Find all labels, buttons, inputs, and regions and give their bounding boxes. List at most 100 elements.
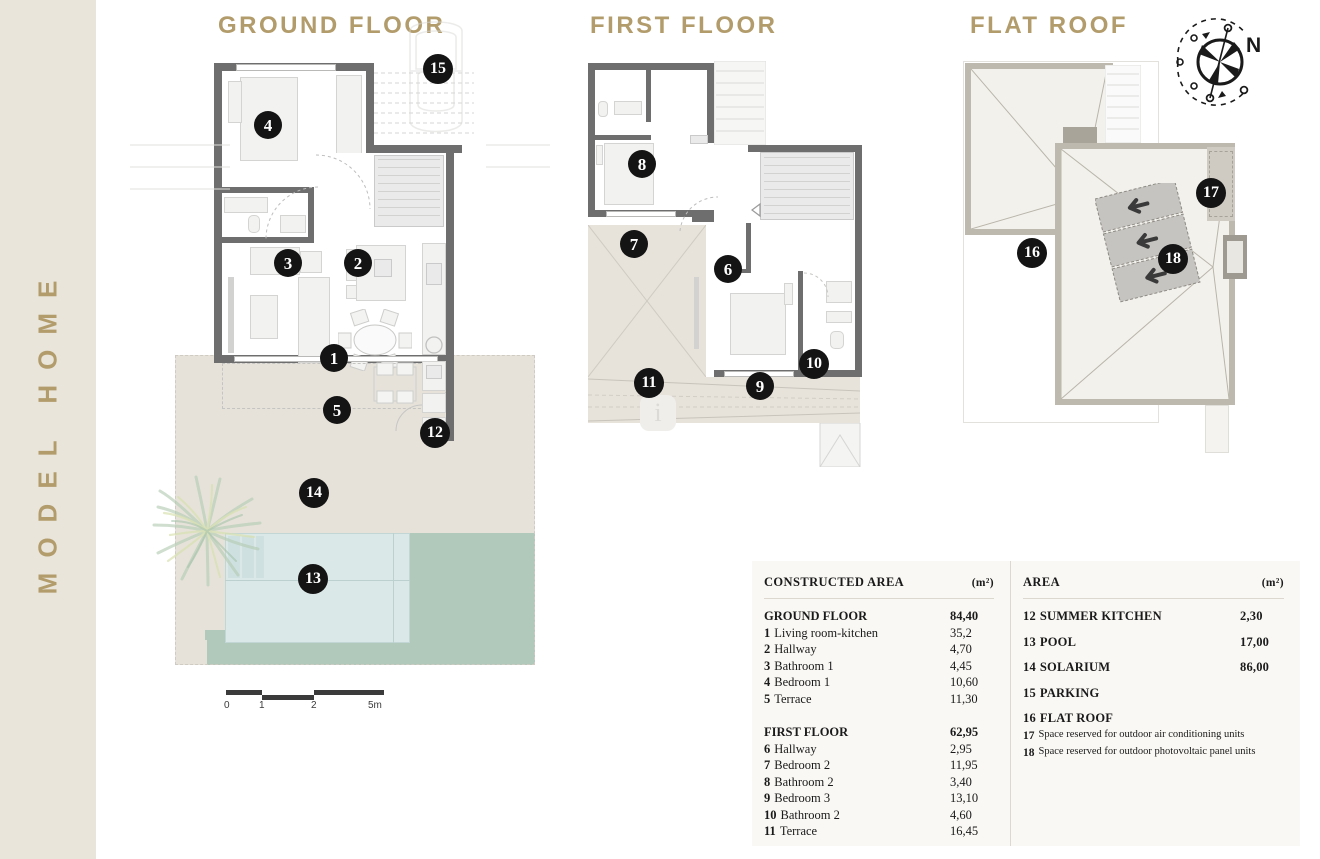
badge-17[interactable]: 17	[1196, 178, 1226, 208]
wall-bedroom-south	[222, 187, 366, 193]
badge-15[interactable]: 15	[423, 54, 453, 84]
note-label: Space reserved for outdoor photovoltaic …	[1038, 745, 1256, 757]
staircase-first	[760, 152, 854, 220]
wall-mid-north	[366, 63, 374, 153]
summer-kitchen-sink	[426, 365, 442, 379]
badge-11[interactable]: 11	[634, 368, 664, 398]
areas-table: CONSTRUCTED AREA (m²) GROUND FLOOR 84,40…	[752, 561, 1300, 846]
note-num: 17	[1023, 729, 1035, 742]
oven	[426, 263, 442, 285]
constructed-area-header: CONSTRUCTED AREA (m²)	[764, 575, 994, 590]
group-spacer	[764, 707, 994, 722]
row-value	[1240, 710, 1284, 727]
badge-18[interactable]: 18	[1158, 244, 1188, 274]
row-num: 6	[764, 741, 771, 756]
badge-3[interactable]: 3	[274, 249, 302, 277]
badge-9[interactable]: 9	[746, 372, 774, 400]
scale-seg-0-1	[226, 690, 262, 695]
row-num: 10	[764, 807, 777, 822]
first-wall-nw-east	[707, 63, 714, 143]
row-num: 16	[1023, 711, 1036, 725]
badge-13[interactable]: 13	[298, 564, 328, 594]
shower-10	[826, 281, 852, 303]
row-num: 5	[764, 691, 771, 706]
badge-4[interactable]: 4	[254, 111, 282, 139]
wall-west	[214, 63, 222, 363]
window-bedroom-1	[236, 64, 336, 71]
street-lines	[130, 144, 550, 190]
group-total-ground: 84,40	[950, 609, 979, 623]
shutter-panel	[714, 61, 766, 145]
row-value: 4,45	[950, 658, 972, 673]
outdoor-dining-set	[373, 362, 417, 404]
badge-12[interactable]: 12	[420, 418, 450, 448]
nightstand-3	[784, 283, 793, 305]
first-floor-plan: 8 7 6 11 9 10	[580, 55, 880, 475]
stair-tread-2	[378, 167, 440, 168]
roof-bottom-stub	[1205, 405, 1229, 453]
row-label: Terrace	[774, 691, 812, 706]
bath-partition-upper	[646, 70, 651, 122]
sliding-door-west	[234, 356, 334, 362]
row-num: 8	[764, 774, 771, 789]
row-num: 9	[764, 791, 771, 805]
row-num: 15	[1023, 685, 1036, 700]
badge-8[interactable]: 8	[628, 150, 656, 178]
badge-2[interactable]: 2	[344, 249, 372, 277]
garden-corner	[175, 640, 207, 665]
wall-bath-south	[222, 237, 314, 243]
kitchen-counter	[422, 243, 446, 355]
scale-label-5m: 5m	[368, 700, 382, 711]
row-num: 11	[764, 824, 776, 838]
entry-canopy	[819, 423, 861, 467]
row-value	[1240, 685, 1284, 702]
group-title-first: FIRST FLOOR	[764, 725, 849, 739]
badge-10[interactable]: 10	[799, 349, 829, 379]
stair1-t3	[764, 173, 850, 174]
toilet-2	[598, 101, 608, 117]
badge-7[interactable]: 7	[620, 230, 648, 258]
row-label: Bathroom 1	[774, 658, 834, 673]
palm-plant-illustration	[152, 475, 262, 587]
row-label: Bedroom 1	[774, 675, 831, 689]
badge-5[interactable]: 5	[323, 396, 351, 424]
row-num: 2	[764, 642, 771, 656]
flat-roof-plan: 16 17 18	[955, 55, 1265, 475]
scale-bar: 0 1 2 5m	[224, 686, 384, 716]
side-title-text: MODEL HOME	[32, 265, 63, 594]
stair1-t2	[764, 165, 850, 166]
row-num: 14	[1023, 660, 1036, 674]
wardrobe-3	[694, 277, 699, 349]
group-row-first: FIRST FLOOR 62,95	[764, 724, 994, 741]
row-value: 4,70	[950, 642, 972, 656]
stool-3	[346, 285, 357, 299]
first-wall-north	[588, 63, 714, 70]
stair-tread-8	[378, 215, 440, 216]
row-label: Bedroom 3	[774, 791, 831, 805]
door-swing-bath-10	[803, 272, 829, 298]
row-label: Living room-kitchen	[774, 625, 879, 640]
row-num: 1	[764, 625, 771, 640]
compass-north-label: N	[1246, 34, 1261, 57]
badge-16[interactable]: 16	[1017, 238, 1047, 268]
flat-roof-title: FLAT ROOF	[970, 12, 1129, 39]
wall-north-right	[366, 145, 462, 153]
hob	[374, 259, 392, 277]
stair1-t6	[764, 197, 850, 198]
badge-1[interactable]: 1	[320, 344, 348, 372]
constructed-area-unit: (m²)	[971, 577, 994, 589]
row-num: 13	[1023, 634, 1036, 649]
toilet-10	[830, 331, 844, 349]
badge-6[interactable]: 6	[714, 255, 742, 283]
badge-14[interactable]: 14	[299, 478, 329, 508]
washbasin-2	[614, 101, 642, 115]
first-floor-title: FIRST FLOOR	[590, 12, 778, 39]
